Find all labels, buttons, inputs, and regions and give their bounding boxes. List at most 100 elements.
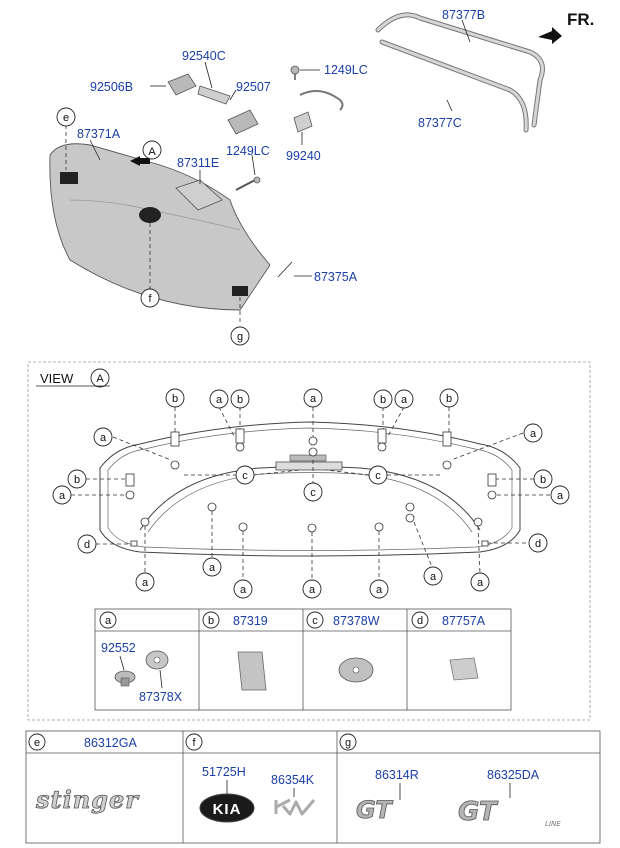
svg-text:a: a	[142, 577, 149, 589]
view-a-callout[interactable]: a	[52, 485, 72, 505]
view-a-callout[interactable]: a	[303, 388, 323, 408]
camera-part	[167, 73, 197, 96]
view-a-callout[interactable]: b	[439, 388, 459, 408]
label-g-mark	[232, 286, 248, 296]
stinger-emblem: stinger	[35, 785, 140, 814]
svg-text:A: A	[96, 373, 104, 385]
svg-text:a: a	[209, 562, 216, 574]
svg-text:a: a	[310, 393, 317, 405]
view-ref-circle	[142, 140, 162, 160]
part-51725H[interactable]: 51725H	[202, 765, 246, 779]
view-a-callout[interactable]: a	[470, 572, 490, 592]
trim-panel-body	[49, 143, 271, 311]
emblem-hole	[139, 207, 161, 223]
view-a-callout[interactable]: a	[93, 427, 113, 447]
part-1249LC-b[interactable]: 1249LC	[226, 144, 270, 158]
gt-line-sub: LINE	[545, 820, 561, 828]
view-a-callout[interactable]: d	[528, 533, 548, 553]
svg-text:a: a	[216, 394, 223, 406]
svg-text:d: d	[535, 538, 541, 550]
svg-text:b: b	[380, 394, 386, 406]
kia-emblem-oval	[199, 793, 255, 823]
part-87377C[interactable]: 87377C	[418, 116, 462, 130]
view-a-callout[interactable]: b	[165, 388, 185, 408]
view-a-callout[interactable]: b	[533, 469, 553, 489]
view-a-trunk-outline	[99, 421, 521, 557]
svg-text:b: b	[74, 474, 80, 486]
view-a-callout[interactable]: c	[368, 465, 388, 485]
view-a-callout[interactable]: a	[209, 389, 229, 409]
part-1249LC-a[interactable]: 1249LC	[324, 63, 368, 77]
gt-line-emblem: GT	[458, 797, 499, 827]
screw-icon	[253, 176, 261, 184]
fr-label: FR.	[567, 10, 594, 29]
view-a-callout[interactable]: a	[233, 579, 253, 599]
bracket-parts: 1249LC 99240	[286, 63, 368, 163]
gt-emblem: GT	[356, 796, 393, 824]
view-a-callout[interactable]: a	[394, 389, 414, 409]
part-99240[interactable]: 99240	[286, 149, 321, 163]
view-a-frame	[27, 361, 591, 721]
svg-text:a: a	[240, 584, 247, 596]
part-87377B[interactable]: 87377B	[442, 8, 485, 22]
part-87311E[interactable]: 87311E	[177, 156, 219, 170]
callout-g[interactable]: g	[230, 326, 250, 346]
view-a-callout[interactable]: a	[202, 557, 222, 577]
part-87375A[interactable]: 87375A	[314, 270, 358, 284]
part-92552[interactable]: 92552	[101, 641, 136, 655]
svg-text:b: b	[172, 393, 178, 405]
table-header-a: a	[99, 611, 117, 629]
part-86312GA[interactable]: 86312GA	[84, 736, 137, 750]
view-a-callout[interactable]: b	[373, 389, 393, 409]
svg-text:a: a	[430, 571, 437, 583]
svg-text:c: c	[375, 470, 381, 482]
callout-f[interactable]: f	[140, 288, 160, 308]
view-a-callout[interactable]: a	[135, 572, 155, 592]
handle-part	[175, 179, 223, 211]
view-a-callout[interactable]: a	[423, 566, 443, 586]
part-87378X[interactable]: 87378X	[139, 690, 183, 704]
view-a-callout[interactable]: a	[550, 485, 570, 505]
legend-table-efg: e 86312GA f g stinger 51725H KIA 86354K …	[25, 730, 601, 844]
view-a-callout[interactable]: b	[67, 469, 87, 489]
view-a-callout[interactable]: c	[303, 482, 323, 502]
svg-text:b: b	[208, 615, 214, 627]
view-a-title: VIEW A	[36, 368, 110, 388]
part-92507[interactable]: 92507	[236, 80, 271, 94]
svg-text:a: a	[59, 490, 66, 502]
screw-icon	[290, 65, 300, 75]
svg-text:f: f	[148, 293, 152, 305]
view-a-callout[interactable]: b	[230, 389, 250, 409]
part-92540C[interactable]: 92540C	[182, 49, 226, 63]
svg-text:e: e	[63, 112, 69, 124]
view-a-callout[interactable]: a	[523, 423, 543, 443]
part-92506B[interactable]: 92506B	[90, 80, 133, 94]
view-a-callout[interactable]: a	[369, 579, 389, 599]
part-87757A[interactable]: 87757A	[442, 614, 486, 628]
front-arrow-icon	[538, 27, 562, 44]
svg-text:c: c	[312, 615, 318, 627]
part-87319[interactable]: 87319	[233, 614, 268, 628]
table-header-c: c 87378W	[306, 611, 380, 629]
svg-text:a: a	[477, 577, 484, 589]
part-86325DA[interactable]: 86325DA	[487, 768, 540, 782]
part-86354K[interactable]: 86354K	[271, 773, 315, 787]
part-86314R[interactable]: 86314R	[375, 768, 419, 782]
legend-table-abcd: a b 87319 c 87378W d 87757A 92552 87378X	[94, 608, 512, 711]
svg-text:g: g	[345, 737, 351, 749]
svg-text:A: A	[148, 146, 156, 158]
view-a-clips	[125, 428, 497, 547]
svg-text:a: a	[100, 432, 107, 444]
view-a-callout[interactable]: d	[77, 534, 97, 554]
view-a-callout[interactable]: a	[302, 579, 322, 599]
pad-87319-icon	[237, 651, 267, 691]
callout-e[interactable]: e	[56, 107, 76, 127]
view-arrow-icon	[130, 156, 150, 166]
svg-text:e: e	[34, 737, 40, 749]
front-direction-indicator: FR.	[538, 10, 594, 44]
view-a-callout[interactable]: c	[235, 465, 255, 485]
table-header-f: f	[185, 733, 203, 751]
part-87371A[interactable]: 87371A	[77, 127, 121, 141]
part-87378W[interactable]: 87378W	[333, 614, 380, 628]
